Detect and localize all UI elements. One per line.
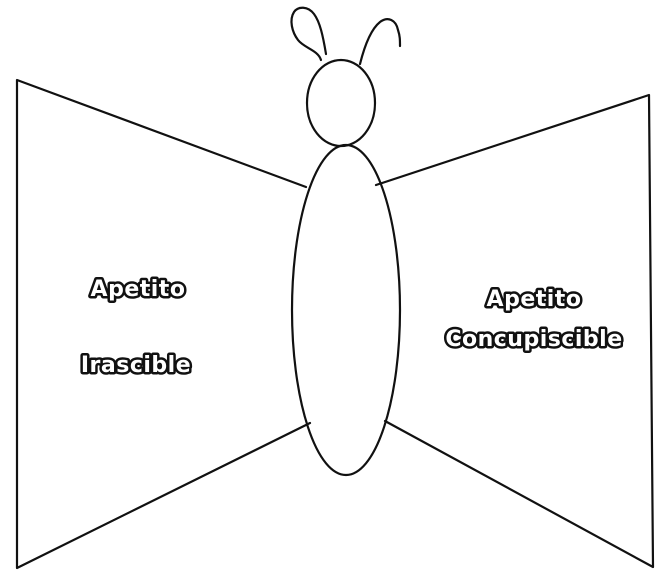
left-wing-label-line2: Irascible <box>81 353 191 378</box>
left-wing <box>17 80 310 568</box>
butterfly-body <box>292 145 400 475</box>
right-antenna <box>360 19 400 64</box>
butterfly-head <box>307 60 375 146</box>
right-wing-label-line2: Concupiscible <box>445 327 622 352</box>
left-antenna <box>291 8 326 60</box>
right-wing-label-line1: Apetito <box>487 287 582 312</box>
left-wing-label-line1: Apetito <box>91 277 186 302</box>
